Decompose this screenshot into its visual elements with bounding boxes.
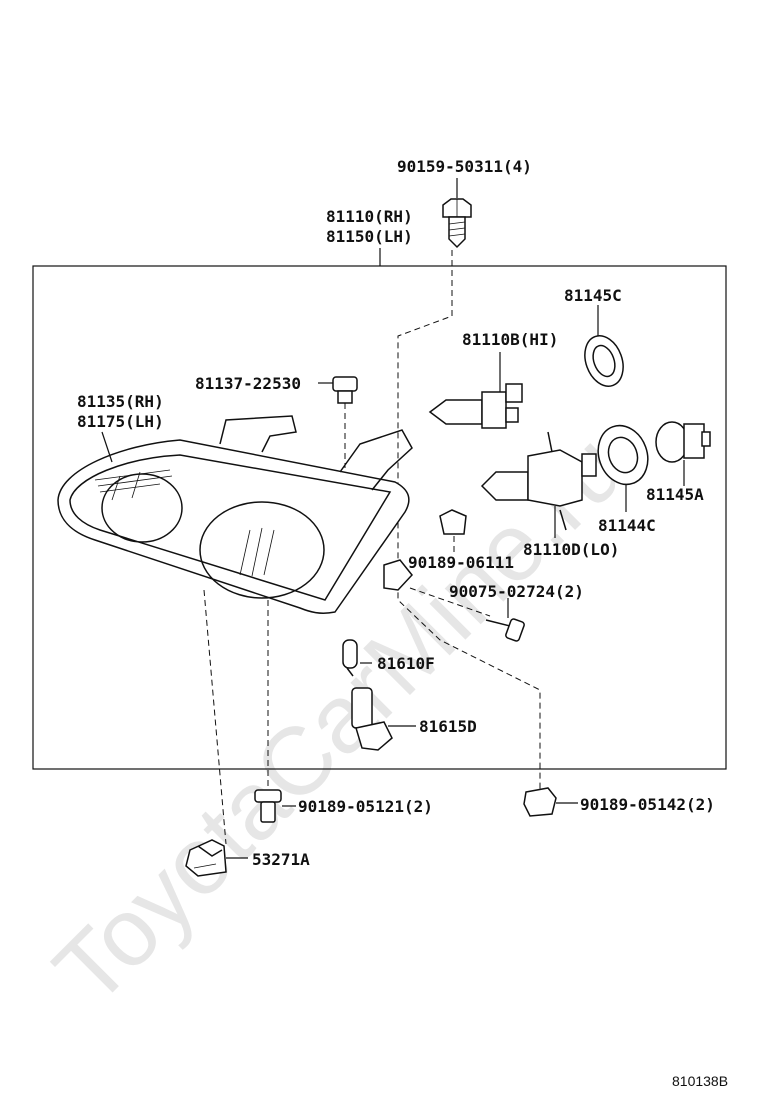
label-headlamp-lh: 81150(LH): [326, 227, 413, 246]
label-small-socket: 81615D: [419, 717, 477, 736]
label-clip-mid: 90189-06111: [408, 553, 514, 572]
clip-bottom-left-icon: [254, 789, 282, 823]
cover-lo-icon: [597, 424, 649, 486]
diagram-id: 810138B: [672, 1073, 728, 1089]
label-headlamp-rh: 81110(RH): [326, 207, 413, 226]
label-bulb-lo: 81110D(LO): [523, 540, 619, 559]
label-bolt: 90075-02724(2): [449, 582, 584, 601]
bulb-lo-icon: [480, 431, 597, 531]
bolt-icon: [485, 618, 525, 642]
cover-hi-icon: [584, 335, 624, 387]
label-cover-hi: 81145C: [564, 286, 622, 305]
bracket-icon: [185, 839, 227, 877]
dash-screw-path: [397, 250, 541, 790]
label-lamp-unit-lh: 81175(LH): [77, 412, 164, 431]
label-clip-bottom-left: 90189-05121(2): [298, 797, 433, 816]
label-socket: 81145A: [646, 485, 704, 504]
label-adjust-screw: 81137-22530: [195, 374, 301, 393]
label-small-bulb: 81610F: [377, 654, 435, 673]
label-screw-top: 90159-50311(4): [397, 157, 532, 176]
small-bulb-icon: [342, 639, 358, 677]
bulb-hi-icon: [428, 383, 523, 429]
leader-lamp-unit: [101, 431, 113, 463]
label-bulb-hi: 81110B(HI): [462, 330, 558, 349]
clip-bottom-right-icon: [523, 787, 557, 817]
label-clip-bottom-right: 90189-05142(2): [580, 795, 715, 814]
clip-mid-icon: [439, 509, 467, 535]
headlamp-housing-icon: [57, 415, 413, 614]
adjust-screw-icon: [332, 376, 358, 404]
label-cover-lo: 81144C: [598, 516, 656, 535]
screw-top-icon: [442, 198, 472, 249]
label-bracket: 53271A: [252, 850, 310, 869]
dash-bolt: [409, 587, 491, 617]
dash-left-vertical: [203, 589, 227, 845]
socket-icon: [655, 421, 711, 463]
label-lamp-unit-rh: 81135(RH): [77, 392, 164, 411]
small-socket-icon: [351, 687, 393, 751]
